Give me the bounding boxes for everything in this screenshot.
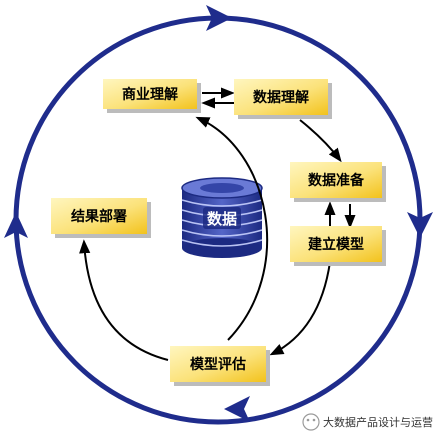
database-cylinder: 数据 bbox=[181, 177, 263, 258]
outer-cycle bbox=[4, 5, 433, 425]
step-evaluation: 模型评估 bbox=[170, 346, 270, 386]
step-modeling-label: 建立模型 bbox=[308, 236, 364, 253]
watermark: 大数据产品设计与运营 bbox=[302, 413, 433, 431]
outer-arrow-top-icon bbox=[206, 5, 232, 31]
step-data-preparation: 数据准备 bbox=[290, 162, 386, 202]
outer-arrow-bottom-icon bbox=[224, 396, 250, 422]
step-modeling: 建立模型 bbox=[290, 226, 386, 266]
step-data-understanding-label: 数据理解 bbox=[253, 89, 309, 106]
inner-arrows bbox=[79, 87, 356, 361]
outer-arrow-left-icon bbox=[4, 212, 28, 238]
step-business-understanding: 商业理解 bbox=[103, 79, 201, 113]
step-deployment: 结果部署 bbox=[51, 198, 151, 238]
wechat-icon bbox=[302, 413, 320, 431]
arrow-evaluation-to-business bbox=[195, 116, 269, 341]
watermark-text: 大数据产品设计与运营 bbox=[323, 415, 433, 429]
step-evaluation-label: 模型评估 bbox=[190, 356, 246, 373]
step-data-preparation-label: 数据准备 bbox=[308, 172, 365, 189]
outer-arrow-right-icon bbox=[407, 212, 433, 238]
step-business-understanding-label: 商业理解 bbox=[122, 86, 178, 103]
arrow-evaluation-to-deployment bbox=[79, 239, 169, 361]
step-deployment-label: 结果部署 bbox=[71, 208, 127, 225]
step-data-understanding: 数据理解 bbox=[234, 79, 332, 119]
arrow-modeling-to-evaluation bbox=[269, 261, 331, 356]
arrow-data-to-preparation bbox=[299, 119, 342, 163]
database-label: 数据 bbox=[207, 210, 237, 228]
